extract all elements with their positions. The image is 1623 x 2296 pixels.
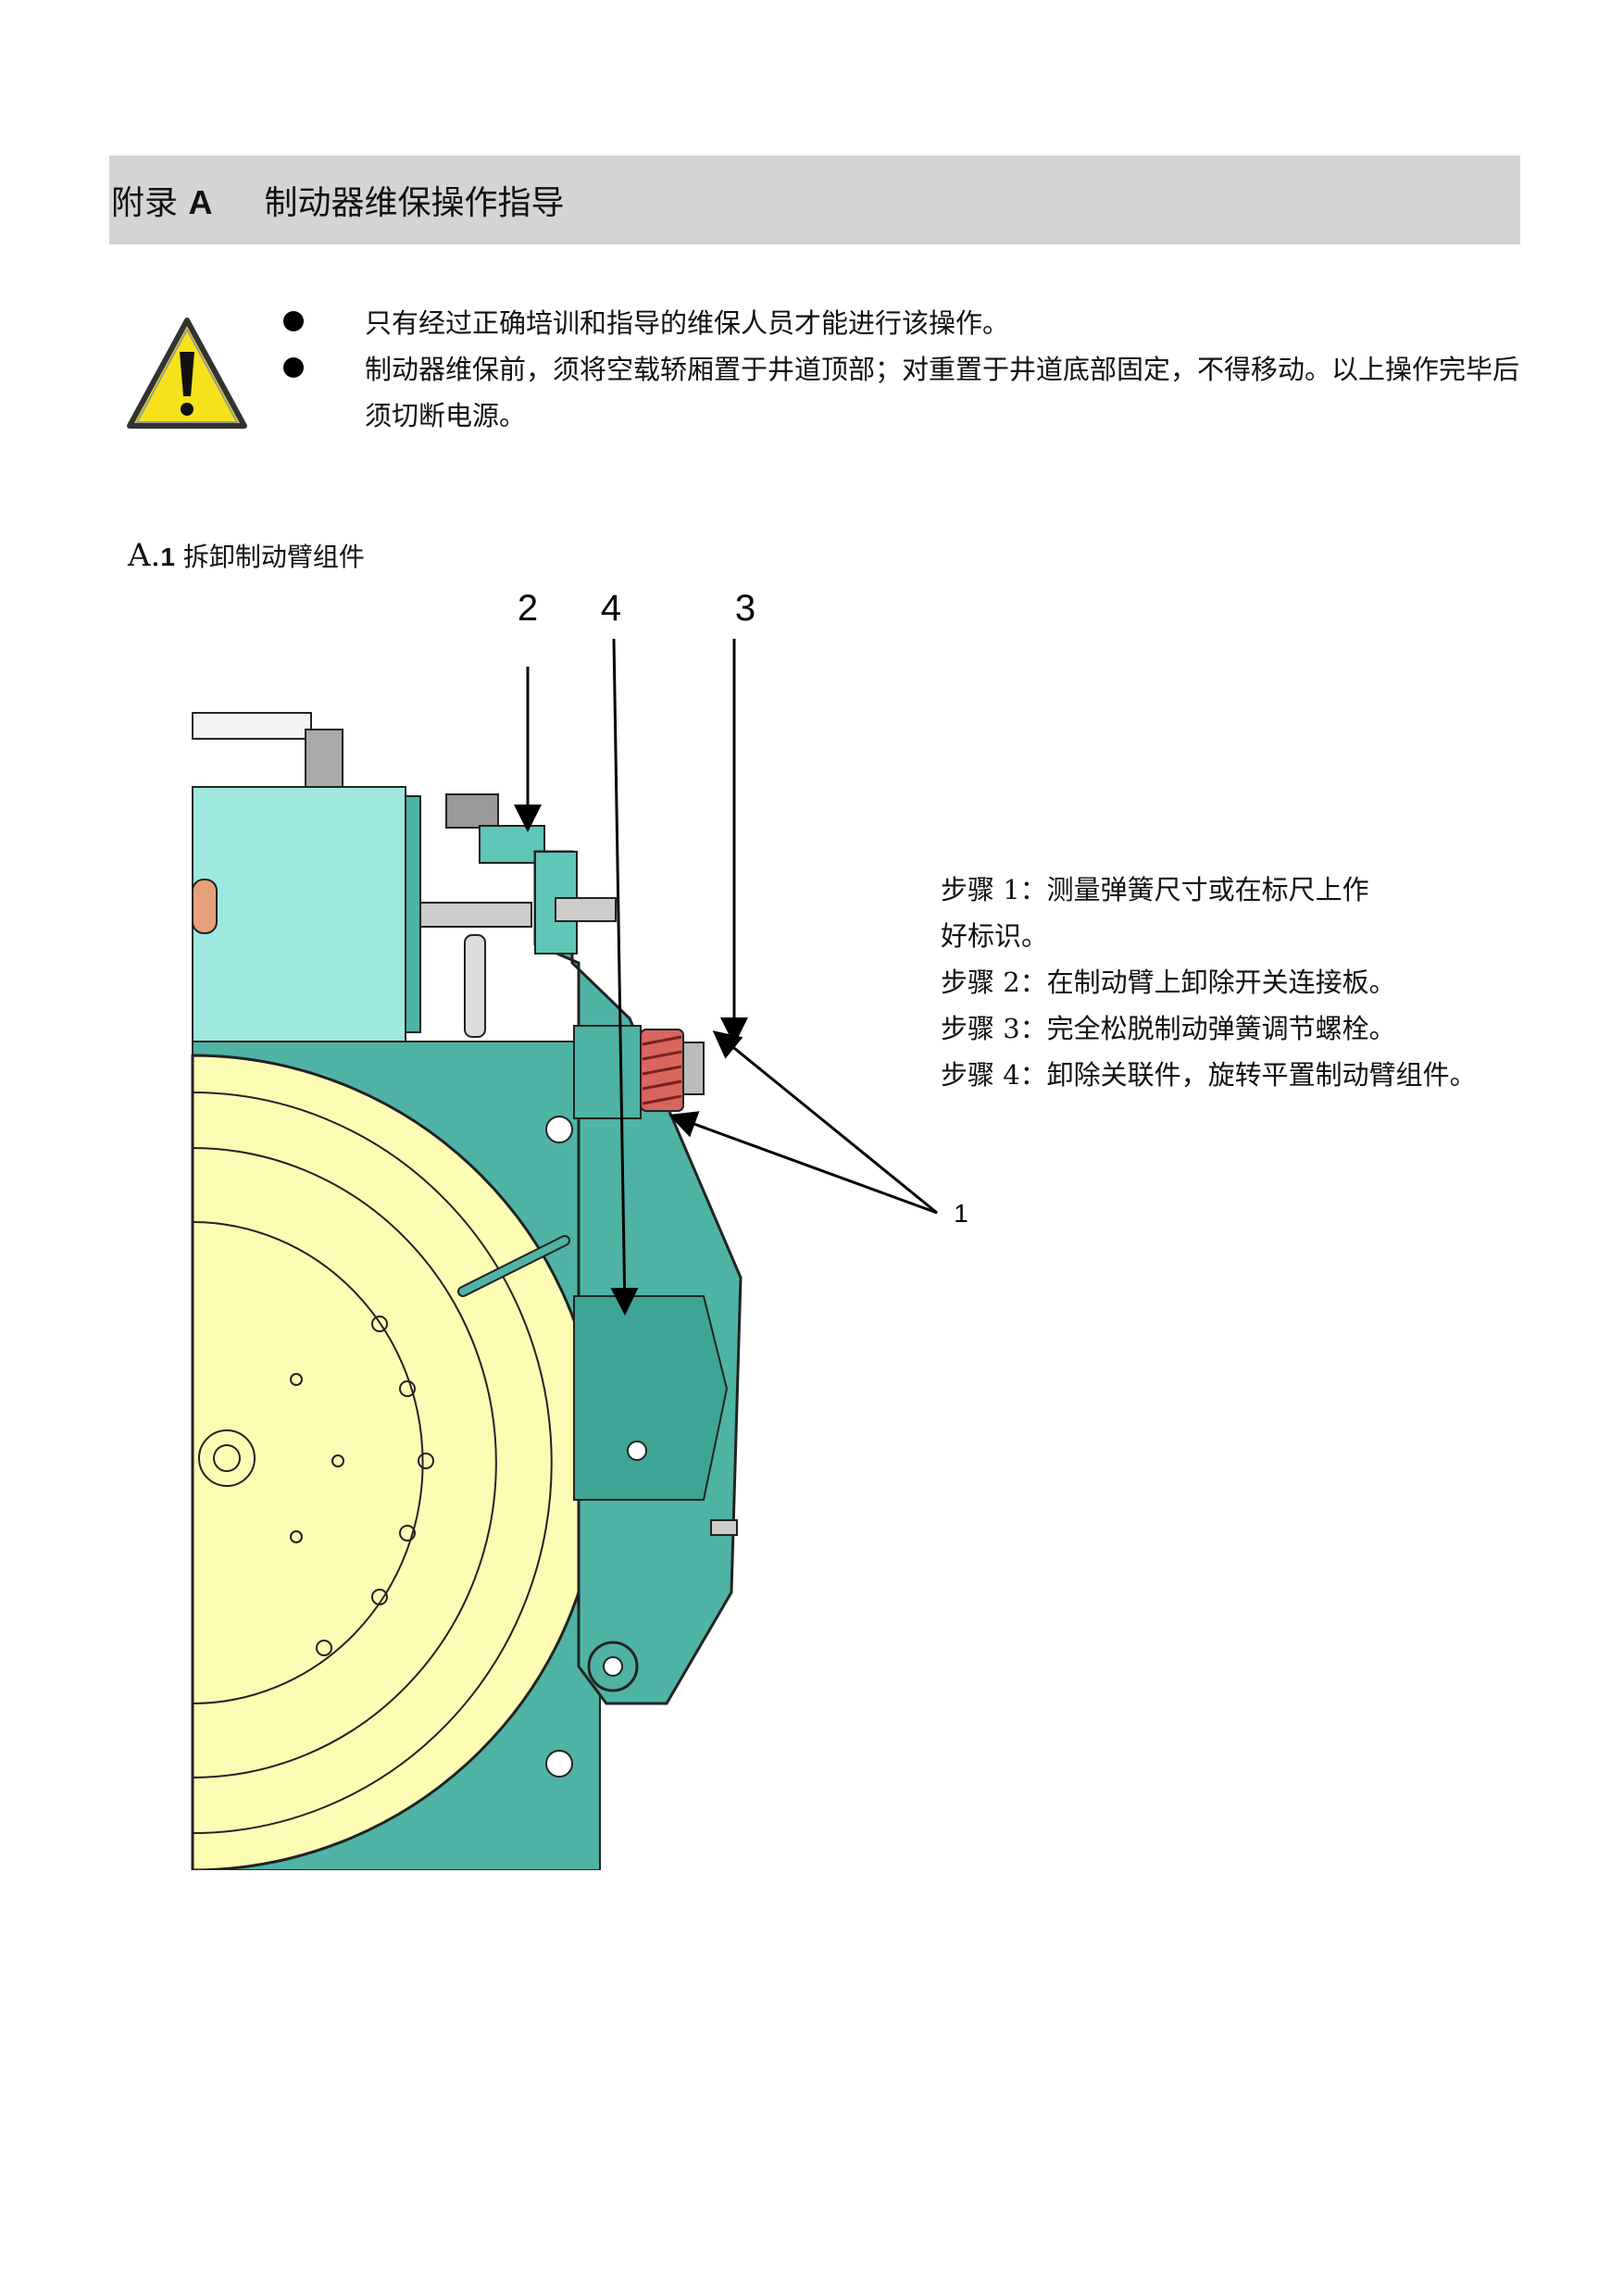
warning-item: 只有经过正确培训和指导的维保人员才能进行该操作。 [283,300,1524,346]
step-item: 步骤 3：完全松脱制动弹簧调节螺栓。 [941,1013,1396,1044]
bullet-icon [283,357,304,378]
brake-assembly-diagram: 2 4 3 1 [191,588,968,1870]
warning-item: 制动器维保前，须将空载轿厢置于井道顶部；对重置于井道底部固定，不得移动。以上操作… [283,346,1524,439]
step-item: 步骤 4：卸除关联件，旋转平置制动臂组件。 [941,1059,1477,1091]
bullet-icon [283,311,304,331]
appendix-header: 附录 A 制动器维保操作指导 [109,156,1520,244]
appendix-title: 制动器维保操作指导 [264,184,565,222]
step-item-continuation: 好标识。 [941,920,1049,952]
appendix-label: 附录 A [111,183,213,222]
callout-label: 3 [735,588,755,629]
callout-label: 2 [518,588,538,629]
callout-label: 4 [601,588,621,629]
warning-triangle-icon [127,318,247,429]
step-item: 步骤 2：在制动臂上卸除开关连接板。 [941,967,1396,998]
step-item: 步骤 1：测量弹簧尺寸或在标尺上作 [941,874,1369,905]
warning-list: 只有经过正确培训和指导的维保人员才能进行该操作。 制动器维保前，须将空载轿厢置于… [283,300,1524,439]
callout-label: 1 [954,1199,968,1228]
steps-list: 步骤 1：测量弹簧尺寸或在标尺上作 好标识。 步骤 2：在制动臂上卸除开关连接板… [941,867,1533,1098]
section-title: A.1 拆卸制动臂组件 [128,537,365,574]
